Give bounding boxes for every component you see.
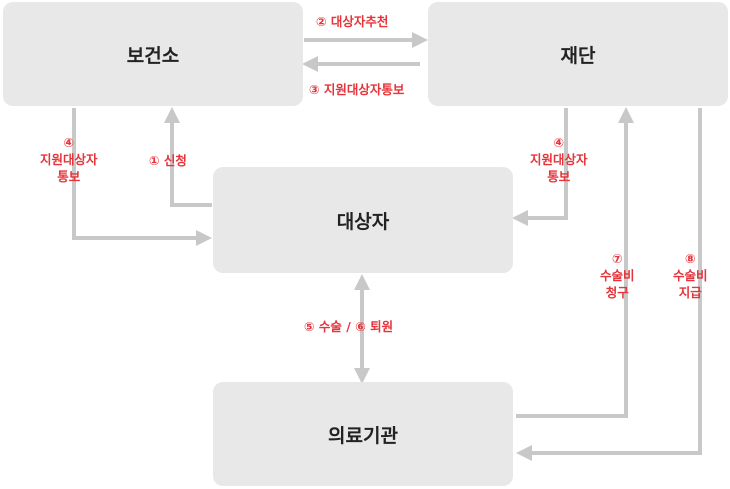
foundation-box: 재단 xyxy=(428,2,728,106)
step-recommend-label: ② 대상자추천 xyxy=(316,14,389,29)
health-center-label: 보건소 xyxy=(126,44,180,67)
step-notify-health-center-label: ③ 지원대상자통보 xyxy=(309,82,405,97)
step-notify-left-label: ④ 지원대상자 통보 xyxy=(40,135,98,184)
step-claim-label: ⑦ 수술비 청구 xyxy=(600,251,635,300)
step-payment-label: ⑧ 수술비 지급 xyxy=(673,251,708,300)
medical-institution-box: 의료기관 xyxy=(213,382,513,486)
step-apply-label: ① 신청 xyxy=(149,153,187,168)
arrow-notify-left xyxy=(72,108,212,246)
recipient-box: 대상자 xyxy=(213,167,513,273)
step-notify-right-label: ④ 지원대상자 통보 xyxy=(530,135,588,184)
step-surgery-discharge-label: ⑤ 수술 / ⑥ 퇴원 xyxy=(304,319,394,334)
arrow-apply xyxy=(164,107,212,207)
arrow-payment xyxy=(516,108,702,461)
medical-institution-label: 의료기관 xyxy=(328,424,398,447)
arrow-claim xyxy=(516,107,634,418)
arrow-notify-right xyxy=(512,108,568,226)
foundation-label: 재단 xyxy=(560,44,596,67)
recipient-label: 대상자 xyxy=(336,210,390,233)
health-center-box: 보건소 xyxy=(3,2,303,106)
